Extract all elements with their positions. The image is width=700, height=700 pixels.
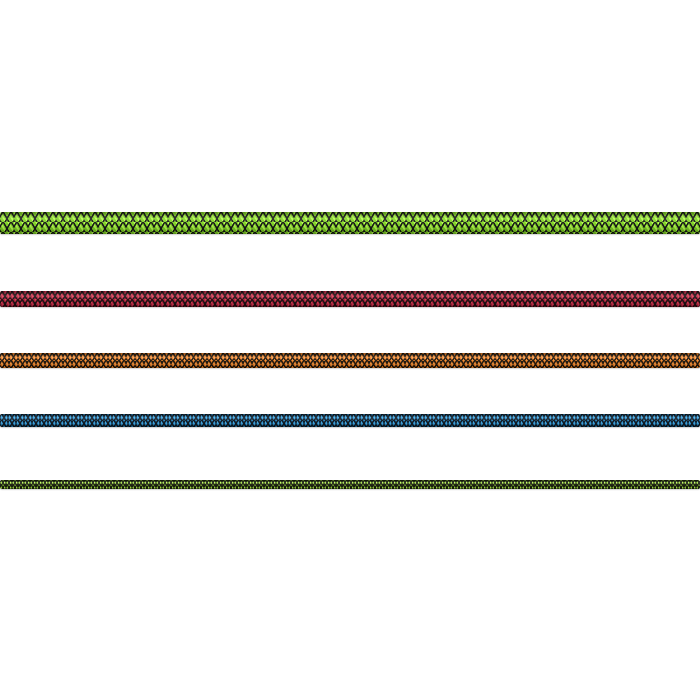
thin-lime-rope	[0, 480, 700, 489]
orange-rope	[0, 353, 700, 368]
blue-rope	[0, 414, 700, 427]
crimson-rope	[0, 291, 700, 307]
lime-green-rope	[0, 212, 700, 234]
